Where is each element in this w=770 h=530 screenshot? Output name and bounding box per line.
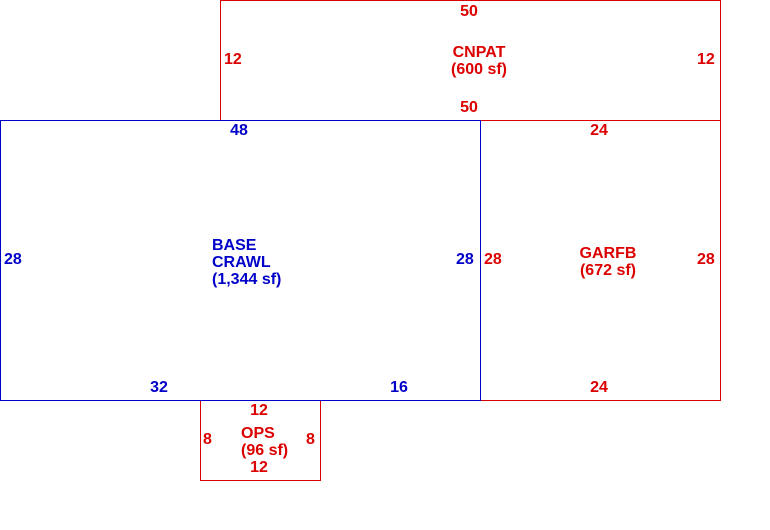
cnpat-right-dimension: 12 [697, 51, 715, 68]
base-crawl-outline [0, 120, 481, 401]
ops-name: OPS [241, 425, 275, 442]
garfb-right-dimension: 28 [697, 251, 715, 268]
base-name-line2: CRAWL [212, 254, 271, 271]
base-area: (1,344 sf) [212, 271, 282, 288]
base-left-dimension: 28 [4, 251, 22, 268]
base-bottom-left-dimension: 32 [150, 379, 168, 396]
garfb-left-dimension: 28 [484, 251, 502, 268]
ops-bottom-dimension: 12 [250, 459, 268, 476]
cnpat-bottom-dimension: 50 [460, 99, 478, 116]
ops-left-dimension: 8 [203, 431, 212, 448]
base-crawl-label: BASE CRAWL (1,344 sf) [212, 237, 281, 288]
base-right-dimension: 28 [456, 251, 474, 268]
base-top-dimension: 48 [230, 122, 248, 139]
cnpat-area: (600 sf) [450, 61, 508, 78]
ops-area: (96 sf) [241, 442, 289, 459]
ops-label: OPS (96 sf) [241, 425, 288, 459]
cnpat-top-dimension: 50 [460, 3, 478, 20]
garfb-area: (672 sf) [579, 262, 637, 279]
cnpat-label: CNPAT (600 sf) [451, 44, 507, 78]
base-name-line1: BASE [212, 237, 257, 254]
garfb-label: GARFB (672 sf) [580, 245, 637, 279]
base-bottom-right-dimension: 16 [390, 379, 408, 396]
garfb-bottom-dimension: 24 [590, 379, 608, 396]
ops-top-dimension: 12 [250, 402, 268, 419]
garfb-name: GARFB [579, 245, 637, 262]
garfb-top-dimension: 24 [590, 122, 608, 139]
cnpat-left-dimension: 12 [224, 51, 242, 68]
cnpat-name: CNPAT [452, 44, 506, 61]
ops-right-dimension: 8 [306, 431, 315, 448]
